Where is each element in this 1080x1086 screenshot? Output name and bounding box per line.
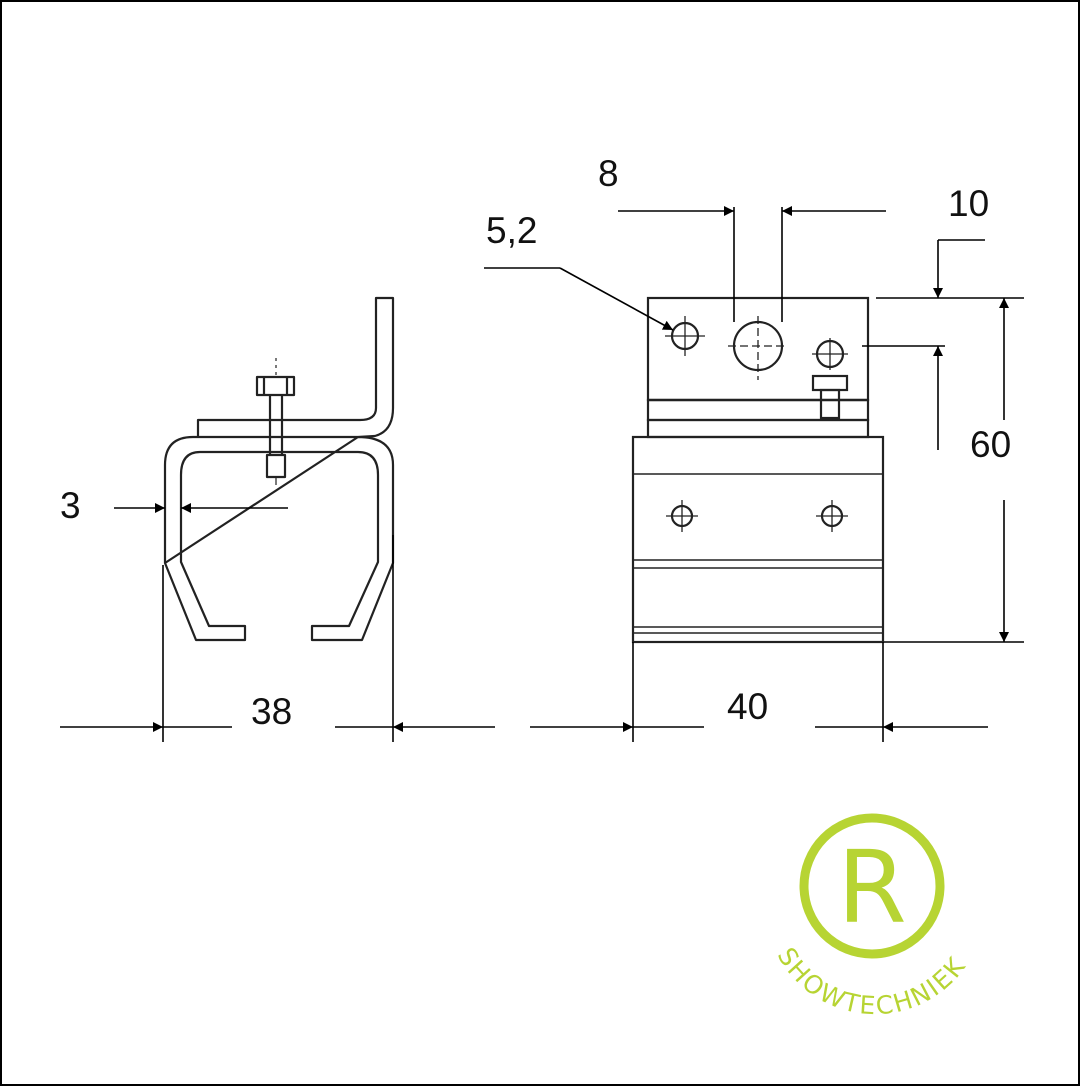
dim-height-label: 60	[970, 424, 1011, 465]
dim-slot	[618, 206, 886, 322]
logo-letter: R	[837, 829, 906, 946]
dim-offset-label: 10	[948, 183, 989, 224]
dim-hole-label: 5,2	[486, 210, 537, 251]
showtechniek-logo: R SHOWTECHNIEK	[772, 813, 970, 1020]
logo-ring	[799, 813, 945, 959]
dim-width-profile	[60, 535, 495, 742]
dim-hole	[484, 267, 674, 331]
profile-outer-line	[163, 296, 395, 642]
bolt-nut	[265, 453, 287, 479]
dim-offset	[862, 239, 985, 450]
center-marks	[665, 316, 848, 532]
dim-height	[876, 297, 1024, 643]
bolt-head	[255, 375, 296, 397]
trolley-block-view	[631, 296, 885, 644]
dim-width-block	[530, 642, 988, 742]
dim-slot-label: 8	[598, 153, 619, 194]
c-profile-view	[163, 296, 395, 642]
block-body	[631, 435, 885, 644]
dim-width-block-label: 40	[727, 686, 768, 727]
dim-width-profile-label: 38	[251, 691, 292, 732]
dim-wall-label: 3	[60, 485, 81, 526]
set-screw	[811, 374, 849, 392]
